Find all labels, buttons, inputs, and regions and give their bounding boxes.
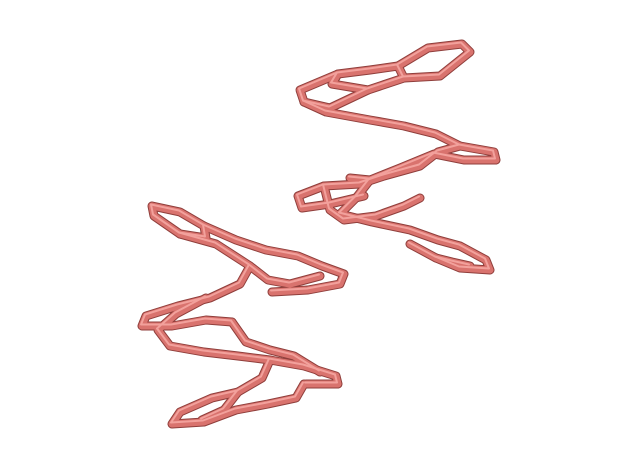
bond-stick [156, 295, 338, 384]
bond-stick [296, 143, 460, 208]
bond-stick [178, 231, 320, 284]
bond-stick [322, 183, 420, 220]
bond-stick [138, 262, 254, 330]
bond-stick [198, 388, 242, 424]
bond-stick [200, 389, 238, 420]
bond-stick [170, 357, 304, 424]
bond-stick [330, 63, 404, 90]
bond-stick [230, 319, 320, 372]
bond-stick [294, 142, 464, 212]
bond-stick [200, 222, 348, 296]
helicene-upper-right [293, 39, 501, 275]
bond-stick [202, 223, 344, 292]
bond-stick [434, 255, 470, 266]
helicene-lower-left [137, 201, 349, 429]
bond-stick [140, 263, 250, 326]
bond-stick [338, 177, 490, 270]
bond-stick [168, 356, 308, 428]
bond-stick [150, 203, 206, 238]
bond-stick [302, 99, 496, 180]
